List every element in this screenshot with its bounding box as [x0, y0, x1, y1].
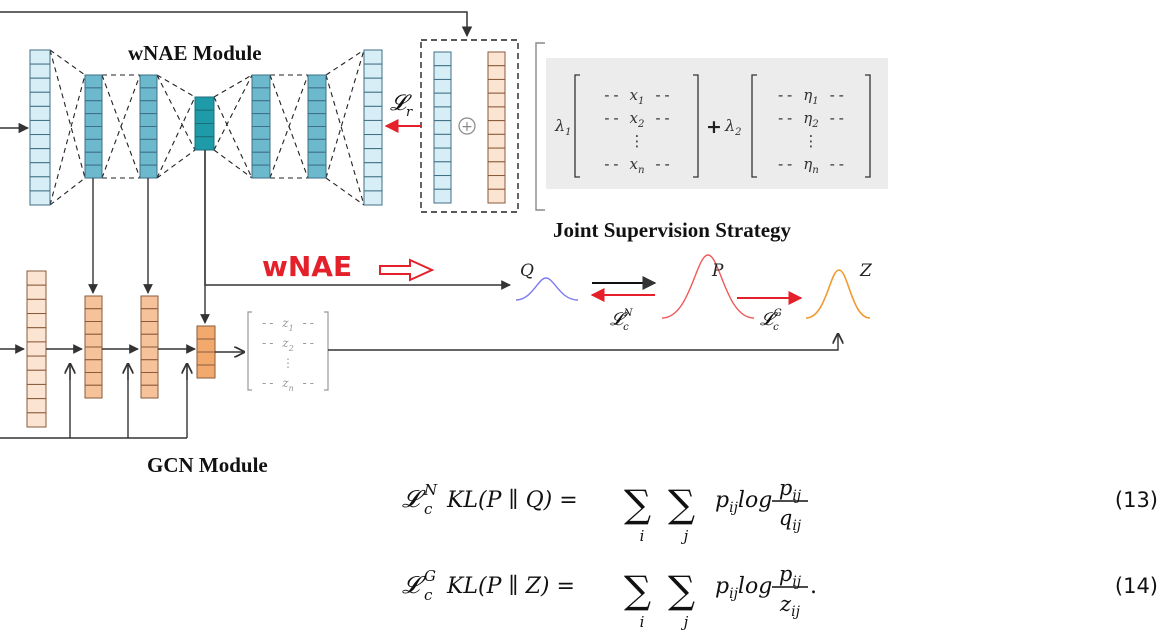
loss-c-n-label: 𝓛cN — [610, 308, 634, 333]
concat-layers — [433, 51, 506, 204]
svg-text:KL(P ∥ Z) =: KL(P ∥ Z) = — [446, 574, 575, 599]
svg-text:G: G — [424, 567, 436, 585]
wnae-annotation: wNAE — [262, 250, 352, 283]
gcn-module-title: GCN Module — [147, 453, 268, 477]
matrix-row: -- z2 -- — [261, 336, 316, 353]
svg-text:N: N — [423, 481, 438, 499]
equation-number: (14) — [1115, 574, 1158, 598]
concatenation-block: + — [420, 39, 519, 213]
matrix-row: -- xn -- — [602, 155, 671, 176]
gcn-layer-2 — [140, 295, 159, 399]
wnae-annotation-arrow — [379, 258, 435, 282]
svg-text:∑: ∑ — [668, 482, 695, 526]
joint-supervision-panel — [546, 58, 888, 189]
adjacency-lines — [0, 366, 188, 439]
matrix-row: -- x2 -- — [602, 109, 671, 130]
wnae-input-layer — [29, 49, 51, 206]
wnae-decoder-layer-1 — [251, 74, 271, 179]
lambda1-label: λ1 — [554, 116, 572, 138]
svg-text:c: c — [424, 586, 433, 604]
wnae-bottleneck-layer — [194, 96, 215, 151]
wnae-decoder-layer-2 — [307, 74, 327, 179]
wnae-layers — [29, 49, 383, 206]
concat-plus-symbol: + — [461, 119, 473, 135]
matrix-row: -- x1 -- — [602, 86, 671, 107]
matrix-row: -- η2 -- — [776, 109, 846, 130]
svg-text:KL(P ∥ Q) =: KL(P ∥ Q) = — [446, 488, 578, 513]
svg-text:pijlog: pijlog — [715, 574, 772, 602]
wnae-module-title: wNAE Module — [128, 41, 262, 65]
wnae-encoder-layer-2 — [139, 74, 158, 179]
matrix-row: ⋮ — [282, 356, 294, 370]
equation-number: (13) — [1115, 488, 1158, 512]
matrix-row: ⋮ — [630, 132, 645, 150]
svg-text:i: i — [640, 613, 645, 631]
bottleneck-to-q-arrow — [204, 150, 511, 290]
matrix-row: -- ηn -- — [776, 155, 846, 176]
svg-text:i: i — [640, 527, 645, 545]
gcn-layer-1 — [84, 295, 103, 399]
matrix-row: -- η1 -- — [776, 86, 846, 107]
svg-text:∑: ∑ — [668, 568, 695, 612]
plus-sign: + — [706, 116, 722, 138]
svg-text:∑: ∑ — [624, 482, 651, 526]
svg-text:c: c — [424, 500, 433, 518]
svg-text:qij: qij — [779, 506, 802, 534]
joint-supervision-title: Joint Supervision Strategy — [553, 218, 792, 242]
svg-text:j: j — [681, 613, 689, 631]
dist-q-label: Q — [520, 261, 534, 281]
svg-text:j: j — [681, 527, 689, 545]
wnae-dashed-connections — [49, 49, 365, 206]
top-feedback-arrow — [0, 11, 473, 38]
wnae-encoder-layer-1 — [84, 74, 103, 179]
svg-text:pij: pij — [779, 476, 802, 504]
matrix-row: -- zn -- — [261, 376, 316, 393]
distribution-q: Q — [515, 261, 579, 301]
svg-text:pijlog: pijlog — [715, 488, 772, 516]
gcn-output-layer — [196, 325, 216, 379]
distribution-p: P — [661, 254, 755, 319]
joint-supervision-bracket — [535, 42, 545, 211]
loss-r-label: 𝓛r — [390, 91, 413, 120]
gcn-input-layer — [26, 270, 47, 428]
concat-plus-circle — [458, 117, 476, 135]
svg-text:𝓛: 𝓛 — [402, 571, 426, 599]
svg-text:pij: pij — [779, 562, 802, 590]
concat-eta-layer — [487, 51, 506, 204]
matrix-eta: -- η1 ---- η2 -- ⋮ -- ηn -- — [751, 74, 871, 178]
wnae-output-layer — [363, 49, 383, 206]
matrix-row: ⋮ — [804, 132, 819, 150]
dist-z-label: Z — [859, 261, 873, 281]
svg-text:𝓛: 𝓛 — [402, 485, 426, 513]
svg-text:.: . — [810, 574, 817, 599]
lambda2-label: λ2 — [724, 116, 742, 138]
matrix-z-to-z-arrow — [328, 334, 838, 351]
distribution-z: Z — [805, 261, 873, 319]
loss-c-g-label: 𝓛cG — [760, 308, 782, 333]
wnae-module: wNAE Module — [0, 41, 383, 206]
svg-text:∑: ∑ — [624, 568, 651, 612]
matrix-x: -- x1 ---- x2 -- ⋮ -- xn -- — [574, 74, 699, 178]
gcn-layers — [26, 270, 216, 428]
matrix-z: -- z1 -- -- z2 -- ⋮ -- zn -- — [247, 311, 329, 393]
svg-text:zij: zij — [779, 592, 801, 620]
concat-x-layer — [433, 51, 452, 204]
matrix-row: -- z1 -- — [261, 316, 316, 333]
dist-p-label: P — [711, 261, 724, 281]
